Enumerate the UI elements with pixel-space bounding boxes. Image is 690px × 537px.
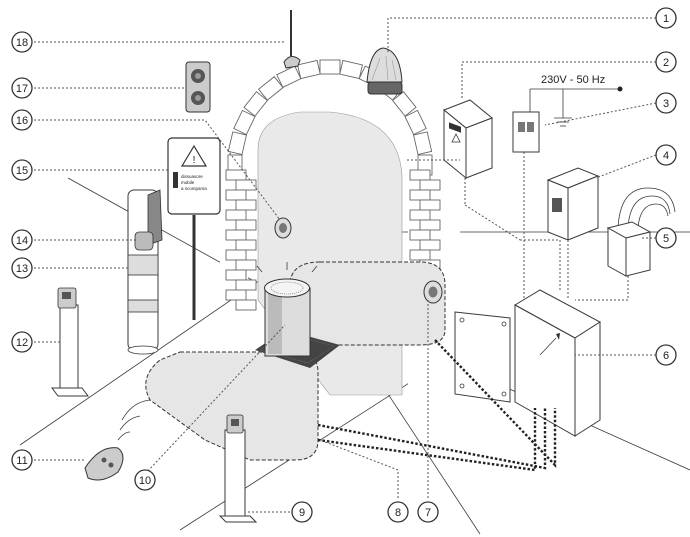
traffic-light [185, 61, 211, 113]
callouts: 1 2 3 4 5 6 7 8 9 10 11 12 13 14 15 16 1… [11, 7, 677, 523]
brick [339, 59, 363, 80]
power-circuit: 230V - 50 Hz [512, 74, 623, 153]
sign-text-2: mobile [181, 180, 195, 185]
brick [235, 279, 257, 291]
svg-text:18: 18 [16, 37, 28, 49]
brick [225, 269, 247, 281]
control-unit [443, 99, 493, 180]
sign-text-1: dissuasore [181, 174, 203, 179]
brick [419, 239, 441, 251]
callout-8: 8 [387, 501, 409, 523]
wall-photocell-left [274, 217, 292, 239]
callout-1: 1 [655, 7, 677, 29]
svg-text:4: 4 [663, 150, 669, 162]
retractable-bollard [255, 262, 340, 368]
remote-control [84, 399, 151, 481]
photocell-post-right [218, 414, 258, 523]
svg-text:2: 2 [663, 57, 669, 69]
svg-text:16: 16 [16, 115, 28, 127]
brick [391, 91, 417, 117]
callout-16: 16 [11, 109, 33, 131]
svg-text:14: 14 [16, 235, 28, 247]
svg-text:6: 6 [663, 350, 669, 362]
brick-arch [220, 59, 460, 400]
callout-7: 7 [417, 501, 439, 523]
control-cabinet [454, 289, 601, 437]
svg-text:17: 17 [16, 83, 28, 95]
wall-photocell-right [423, 280, 443, 304]
svg-text:1: 1 [663, 13, 669, 25]
brick [257, 76, 284, 101]
brick [225, 249, 247, 261]
callout-3: 3 [655, 92, 677, 114]
svg-text:5: 5 [663, 233, 669, 245]
callout-leaders [34, 17, 657, 513]
svg-text:9: 9 [299, 507, 305, 519]
callout-15: 15 [11, 159, 33, 181]
brick [225, 209, 247, 221]
column-post [127, 189, 163, 355]
svg-text:3: 3 [663, 98, 669, 110]
callout-5: 5 [655, 227, 677, 249]
detection-zone-inner [269, 261, 446, 346]
callout-13: 13 [11, 257, 33, 279]
brick [235, 259, 257, 271]
svg-text:13: 13 [16, 263, 28, 275]
svg-text:8: 8 [395, 507, 401, 519]
flashing-light [366, 47, 403, 95]
brick [319, 59, 341, 75]
svg-text:12: 12 [16, 337, 28, 349]
brick [409, 189, 431, 201]
brick [235, 199, 257, 211]
callout-4: 4 [655, 144, 677, 166]
brick [225, 189, 247, 201]
power-label: 230V - 50 Hz [541, 74, 605, 86]
callout-6: 6 [655, 344, 677, 366]
brick [225, 289, 247, 301]
svg-text:!: ! [193, 155, 196, 166]
brick [276, 65, 302, 88]
cable-runs [317, 152, 629, 472]
callout-17: 17 [11, 77, 33, 99]
brick [419, 179, 441, 191]
brick [409, 229, 431, 241]
brick [409, 209, 431, 221]
brick [409, 169, 431, 181]
sign-text-3: a scomparsa [181, 186, 207, 191]
callout-10: 10 [134, 469, 156, 491]
callout-18: 18 [11, 31, 33, 53]
svg-text:15: 15 [16, 165, 28, 177]
brick [419, 199, 441, 211]
brick [225, 169, 247, 181]
callout-14: 14 [11, 229, 33, 251]
brick [235, 239, 257, 251]
callout-12: 12 [11, 331, 33, 353]
svg-text:10: 10 [139, 475, 151, 487]
photocell-post-left [51, 287, 89, 397]
brick [409, 249, 431, 261]
brick [235, 219, 257, 231]
brick [233, 109, 256, 136]
callout-2: 2 [655, 51, 677, 73]
brick [227, 131, 247, 156]
brick [225, 229, 247, 241]
brick [235, 299, 257, 311]
brick [297, 59, 321, 80]
brick [419, 219, 441, 231]
callout-11: 11 [11, 449, 33, 471]
brick [243, 91, 269, 117]
brick [235, 179, 257, 191]
antenna [283, 10, 301, 69]
loop-detector [606, 187, 676, 277]
callout-9: 9 [291, 501, 313, 523]
svg-text:11: 11 [16, 455, 27, 467]
brick [404, 109, 427, 136]
brick [413, 131, 433, 156]
din-module [546, 167, 600, 241]
warning-sign: ! dissuasore mobile a scomparsa [167, 137, 221, 320]
svg-text:7: 7 [425, 507, 431, 519]
